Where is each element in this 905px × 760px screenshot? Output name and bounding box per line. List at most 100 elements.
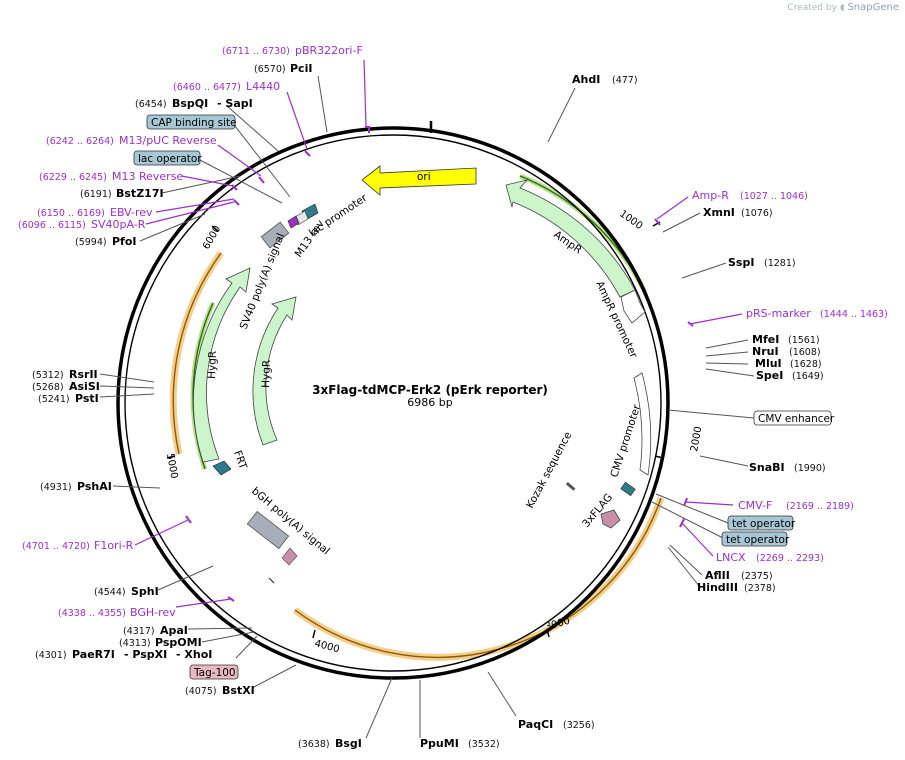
primer-labels: (6711 .. 6730) pBR322ori-F (6460 .. 6477…: [18, 44, 888, 619]
primer-leader: [175, 598, 232, 608]
primer-name-m13puc: M13/pUC Reverse: [119, 134, 217, 147]
leader-line: [112, 485, 161, 489]
site-pos-spei: (1649): [792, 371, 824, 382]
primer-leader: [685, 501, 734, 506]
site-name-sphi: SphI: [131, 585, 159, 598]
primer-mark: [365, 126, 370, 133]
primer-mark: [304, 150, 311, 157]
orf-highlight-left-line: [172, 252, 222, 455]
leader-line: [669, 544, 703, 576]
primer-pos-bghrev: (4338 .. 4355): [58, 608, 126, 619]
primer-leader: [217, 144, 262, 177]
box-tet-operator-1: [727, 515, 794, 531]
tick-mark: [546, 628, 550, 638]
site-name-pspxi: - PspXI: [124, 648, 167, 661]
primer-mark: [683, 497, 688, 507]
site-name-sapi: - SapI: [217, 97, 253, 110]
site-name-psti: PstI: [75, 392, 99, 405]
tet-operator-1-label: tet operator: [732, 518, 796, 530]
site-leaders: [99, 75, 755, 739]
site-name-pcii: PciI: [290, 62, 312, 75]
primer-name-sv40pa: SV40pA-R: [91, 218, 146, 231]
cap-binding-site-label: CAP binding site: [151, 117, 237, 129]
tick-label: 4000: [313, 638, 340, 655]
site-pos-nrui: (1608): [789, 347, 821, 358]
site-name-mfei: MfeI: [752, 333, 779, 346]
site-name-ahdi: AhdI: [572, 73, 600, 86]
site-name-bspqi: BspQI: [172, 97, 208, 110]
leader-line: [99, 385, 155, 389]
cmv-promoter-feature: [633, 372, 652, 476]
leader-line: [487, 671, 517, 717]
leader-line: [699, 455, 749, 467]
site-pos-ahdi: (477): [612, 75, 638, 86]
leader-line: [201, 631, 255, 643]
tag-100-label: Tag-100: [193, 667, 236, 679]
backbone-outer-ring: [116, 126, 670, 680]
primer-pos-f1ori: (4701 .. 4720): [22, 541, 90, 552]
primer-leader: [286, 91, 308, 150]
site-name-nrui: NruI: [752, 345, 779, 358]
leader-line: [705, 368, 755, 377]
hygr-inner-label: HygR: [260, 360, 273, 388]
ori-label: ori: [417, 171, 431, 183]
ampr-promoter-feature: [620, 289, 646, 324]
primer-name-ampr: Amp-R: [692, 189, 729, 202]
primer-name-m13rev: M13 Reverse: [112, 170, 183, 183]
tick-mark: [166, 455, 176, 459]
primer-pos-ebvrev: (6150 .. 6169): [37, 208, 105, 219]
site-name-mlui: MluI: [755, 357, 782, 370]
tick-label: 3000: [544, 616, 571, 633]
credit-brand: SnapGene: [847, 2, 899, 13]
primer-pos-m13rev: (6229 .. 6245): [39, 172, 107, 183]
primer-mark: [185, 515, 192, 524]
leader-line: [99, 373, 155, 383]
site-pos-xmni: (1076): [741, 208, 773, 219]
primer-pos-prs: (1444 .. 1463): [820, 309, 888, 320]
cmv-promoter-label: CMV promoter: [608, 403, 643, 479]
primer-leader: [689, 313, 743, 325]
primer-name-f1ori: F1ori-R: [94, 539, 134, 552]
primer-leaders: [134, 59, 743, 608]
primer-leader: [134, 519, 189, 546]
site-name-xmni: XmnI: [703, 206, 735, 219]
tag-small-feature: [281, 547, 298, 566]
snapgene-logo-icon: ◖: [839, 3, 845, 13]
leader-line: [667, 409, 755, 419]
leader-line: [681, 262, 727, 279]
cmv-enhancer-label: CMV enhancer: [758, 413, 835, 425]
site-pos-hindiii: (2378): [744, 583, 776, 594]
site-name-sspi: SspI: [728, 256, 754, 269]
primer-name-prs: pRS-marker: [746, 307, 811, 320]
hygr-inner-feature: [252, 296, 297, 446]
site-name-xhoi: - XhoI: [176, 648, 212, 661]
primer-leader: [656, 196, 689, 220]
leader-line: [667, 546, 701, 588]
site-pos-asisi: (5268): [32, 382, 64, 393]
primer-leader: [145, 201, 235, 225]
primer-pos-l4440: (6460 .. 6477): [173, 82, 241, 93]
backbone-inner-ring: [124, 134, 662, 672]
frt-label: FRT: [231, 449, 249, 471]
leader-line: [705, 339, 749, 349]
site-pos-bstz17i: (6191): [80, 189, 112, 200]
site-name-snabi: SnaBI: [749, 461, 785, 474]
credit-label: Created by ◖ SnapGene: [787, 2, 899, 13]
leader-line: [662, 212, 701, 233]
primer-name-pbr322ori: pBR322ori-F: [295, 44, 363, 57]
site-pos-mfei: (1561): [788, 335, 820, 346]
primer-leader: [681, 522, 714, 557]
box-tag-100: [189, 664, 239, 680]
site-pos-ppumi: (3532): [468, 739, 500, 750]
leader-line: [161, 175, 241, 194]
primer-mark: [233, 199, 240, 206]
tick-label: 2000: [689, 426, 704, 453]
site-pos-pshai: (4931): [40, 482, 72, 493]
site-name-paqci: PaqCI: [518, 718, 553, 731]
site-pos-bsgi: (3638): [298, 739, 330, 750]
leader-line: [235, 635, 258, 659]
sv40-polya-small-feature: [260, 221, 290, 249]
site-name-rsrii: RsrII: [69, 368, 98, 381]
primer-mark: [258, 176, 265, 184]
site-pos-aflii: (2375): [741, 571, 773, 582]
